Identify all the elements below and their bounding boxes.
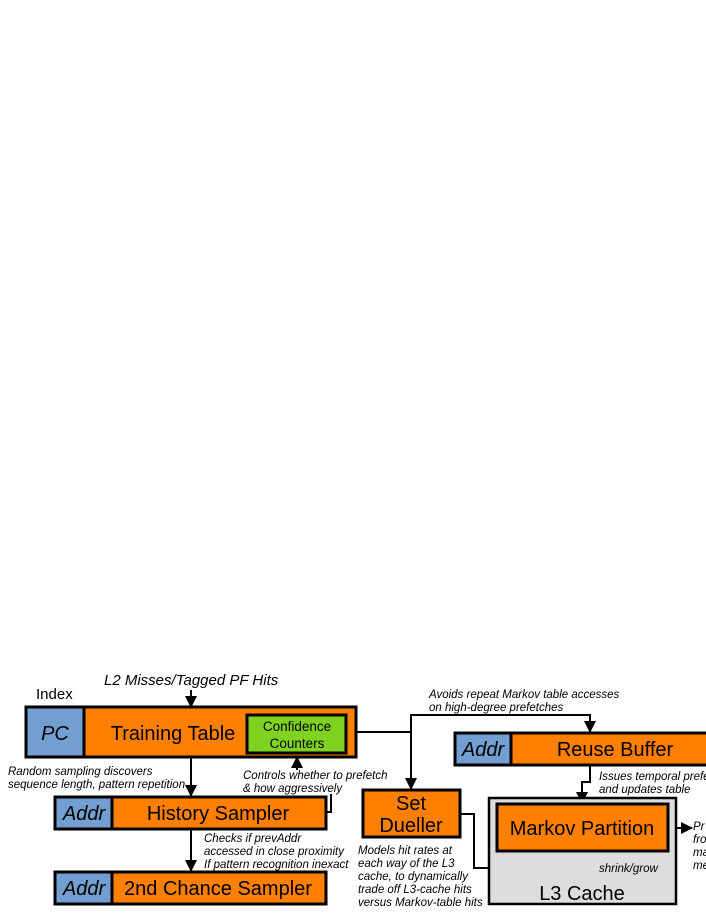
set-dueller: Set Dueller	[361, 788, 462, 839]
training-table-title: Training Table	[111, 723, 236, 745]
index-label: Index	[36, 686, 73, 703]
note-avoids-2: on high-degree prefetches	[429, 702, 564, 714]
addr-field	[453, 731, 513, 767]
note-prefetch-2: fro	[693, 834, 706, 846]
note-models-5: versus Markov-table hits	[358, 897, 483, 909]
markov-partition	[495, 802, 670, 853]
reuse-buffer: Addr Reuse Buffer	[453, 731, 706, 767]
set-dueller-title-1: Set	[396, 793, 426, 815]
note-prefetch-3: ma	[693, 847, 706, 859]
markov-partition-title: Markov Partition	[510, 818, 655, 840]
reuse-to-markov-arrow	[576, 765, 591, 804]
addr-label: Addr	[62, 803, 107, 825]
pc-field	[24, 705, 86, 759]
history-sampler: Addr History Sampler	[53, 795, 328, 831]
note-issues-1: Issues temporal prefe	[599, 771, 706, 783]
addr-label: Addr	[62, 878, 107, 900]
note-checks-2: accessed in close proximity	[204, 846, 345, 858]
note-prefetch-4: me	[693, 860, 706, 872]
note-issues-2: and updates table	[599, 784, 690, 796]
note-random-2: sequence length, pattern repetition	[8, 779, 185, 791]
note-models-4: trade off L3-cache hits	[358, 884, 472, 896]
confidence-label-2: Counters	[270, 736, 325, 751]
history-sampler-title: History Sampler	[147, 803, 290, 825]
confidence-label-1: Confidence	[263, 719, 331, 734]
second-chance-sampler-title: 2nd Chance Sampler	[124, 878, 312, 900]
note-models-1: Models hit rates at	[358, 845, 453, 857]
input-label: L2 Misses/Tagged PF Hits	[104, 672, 279, 689]
second-chance-sampler: Addr 2nd Chance Sampler	[53, 870, 328, 906]
note-random-1: Random sampling discovers	[8, 766, 153, 778]
note-controls-2: & how aggressively	[243, 783, 343, 795]
confidence-counters	[245, 713, 348, 755]
reuse-buffer-title: Reuse Buffer	[557, 739, 674, 761]
notes: Random sampling discovers sequence lengt…	[8, 689, 706, 909]
note-controls-1: Controls whether to prefetch	[243, 770, 387, 782]
note-models-3: cache, to dynamically	[358, 871, 469, 883]
addr-field	[53, 870, 114, 906]
l3-cache: Markov Partition shrink/grow L3 Cache	[487, 796, 678, 906]
note-prefetch-1: Pr	[693, 821, 706, 833]
addr-field	[53, 795, 114, 831]
training-to-reuse-arrow	[356, 714, 596, 733]
addr-label: Addr	[461, 739, 506, 761]
pc-label: PC	[41, 723, 69, 745]
note-models-2: each way of the L3	[358, 858, 455, 870]
shrink-grow-label: shrink/grow	[599, 863, 658, 875]
l3-cache-title: L3 Cache	[539, 883, 625, 905]
note-checks-3: If pattern recognition inexact	[204, 859, 349, 871]
history-feedback-line	[326, 794, 332, 813]
note-avoids-1: Avoids repeat Markov table accesses	[428, 689, 620, 701]
set-dueller-title-2: Dueller	[379, 815, 443, 837]
note-checks-1: Checks if prevAddr	[204, 833, 302, 845]
training-table: PC Training Table Confidence Counters	[24, 705, 358, 759]
